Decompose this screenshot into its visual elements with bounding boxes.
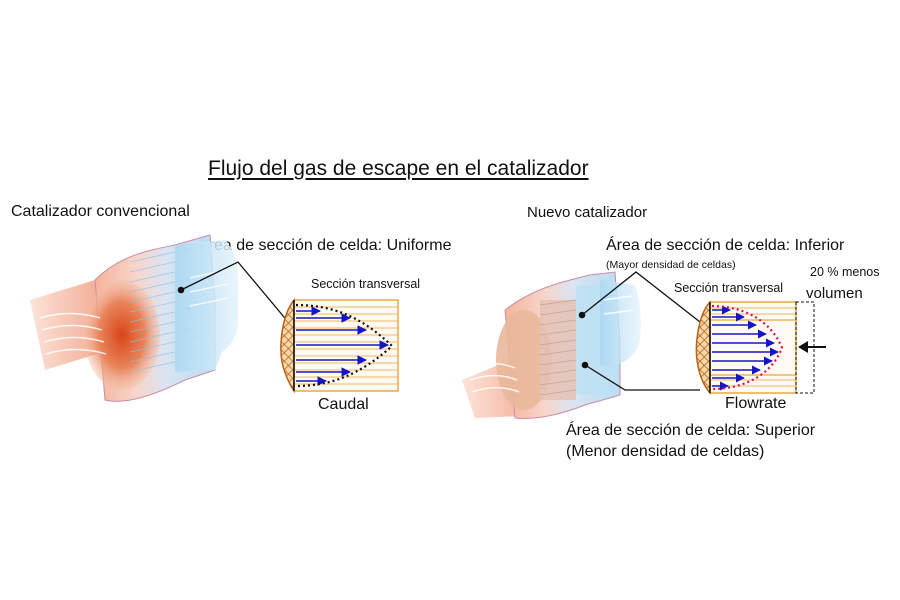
conventional-cell-area-label: Área de sección de celda: Uniforme xyxy=(198,237,452,254)
new-flow-label: Flowrate xyxy=(725,395,787,412)
pointer-dot-icon xyxy=(177,286,185,294)
conventional-pointer xyxy=(177,261,290,324)
new-catalyst-label: Nuevo catalizador xyxy=(527,204,648,221)
new-inner-cell-area-label: Área de sección de celda: Inferior xyxy=(606,237,845,254)
new-outer-density-note: (Menor densidad de celdas) xyxy=(566,443,765,460)
conventional-cross-section-label: Sección transversal xyxy=(311,277,421,291)
conventional-cross-section xyxy=(280,297,399,394)
new-outer-cell-area-label: Área de sección de celda: Superior xyxy=(566,422,816,439)
conventional-catalyst-body xyxy=(30,234,239,402)
flow-arrow-icon xyxy=(712,305,779,391)
volume-reduction-label: 20 % menos xyxy=(810,265,880,279)
new-pointers xyxy=(578,271,701,391)
new-cross-section xyxy=(695,300,826,396)
diagram-title: Flujo del gas de escape en el catalizado… xyxy=(208,157,589,180)
new-cross-section-label: Sección transversal xyxy=(674,281,784,295)
conventional-flow-label: Caudal xyxy=(318,396,369,413)
volume-reduction-label-2: volumen xyxy=(806,285,863,302)
pointer-dot-icon xyxy=(581,361,589,369)
pointer-dot-icon xyxy=(578,311,586,319)
compress-arrow-icon xyxy=(798,341,826,353)
flow-arrow-icon xyxy=(296,306,389,386)
new-inner-density-note: (Mayor densidad de celdas) xyxy=(606,259,736,271)
new-catalyst-body xyxy=(462,271,641,419)
conventional-label: Catalizador convencional xyxy=(11,203,190,220)
